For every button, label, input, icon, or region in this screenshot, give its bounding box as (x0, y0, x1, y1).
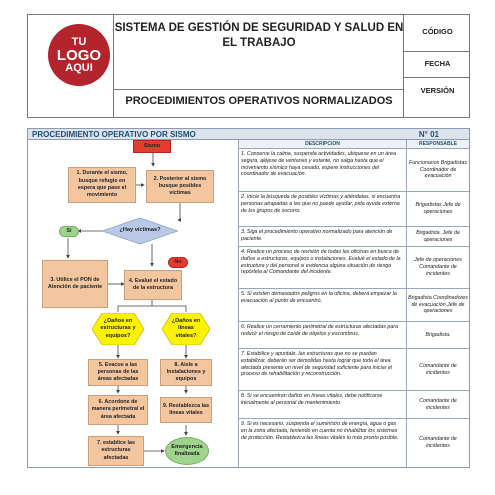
table-row: 1. Conserve la calma, suspenda actividad… (238, 148, 469, 191)
document-subtitle: PROCEDIMIENTOS OPERATIVOS NORMALIZADOS (125, 95, 393, 107)
table-row: 3. Siga el procedimiento operativo norma… (238, 226, 469, 246)
table-border (238, 140, 239, 467)
table-row: 9. Si es necesario, suspenda el suminist… (238, 418, 469, 467)
step-1-node: 1. Durante el sismo, busque refugio en e… (68, 167, 136, 203)
row-responsible: Comandante de incidentes (419, 397, 457, 411)
logo-text: LOGO (56, 46, 102, 64)
company-logo: TU LOGO AQUI (48, 24, 110, 86)
row-responsible: Brigadistas Jefe de operaciones (415, 202, 461, 215)
step-8-node: 8. Aisle a Instalaciones y equipos (160, 359, 212, 386)
fecha-label: FECHA (424, 59, 451, 68)
step-6-node: 6. Acordone de manera perimetral el área… (88, 395, 148, 425)
table-column-divider (406, 140, 407, 467)
decision-damage-lines: ¿Daños en líneas vitales? (162, 313, 210, 345)
procedure-table: DESCRIPCION RESPONSABLE 1. Conserve la c… (238, 140, 469, 467)
row-responsible: Brigadista Coordinadores de evacuación J… (408, 294, 468, 315)
row-description: 1. Conserve la calma, suspenda actividad… (241, 151, 396, 178)
table-row: 8. Si se encuentran daños en líneas vita… (238, 390, 469, 418)
logo-text: TU (71, 35, 87, 48)
connector (177, 203, 182, 222)
decision-victims: ¿Hay víctimas? (102, 218, 178, 244)
end-node: Emergencia finalizada (165, 437, 209, 465)
row-responsible: Comandante de incidentes (419, 436, 457, 449)
no-node: No (168, 257, 188, 268)
column-header-description: DESCRIPCION (239, 140, 406, 148)
step-2-node: 2. Posterior al sismo busque posibles ví… (146, 170, 214, 203)
codigo-label: CÓDIGO (422, 27, 453, 36)
row-responsible: Jefe de operaciones Comandante de incide… (414, 257, 462, 277)
row-description: 8. Si se encuentran daños en líneas vita… (241, 393, 383, 406)
flowchart: Sismo 1. Durante el sismo, busque refugi… (28, 140, 238, 467)
row-description: 6. Realice un cerramiento perimetral de … (241, 324, 398, 337)
version-label: VERSIÓN (420, 86, 455, 95)
step-3-node: 3. Utilice el PON de Atención de pacient… (42, 260, 108, 308)
table-row: 4. Realice un proceso de revisión de tod… (238, 246, 469, 288)
document-header: TU LOGO AQUI SISTEMA DE GESTIÓN DE SEGUR… (27, 14, 470, 118)
row-responsible: Brigadista. (425, 331, 451, 338)
column-header-responsible: RESPONSABLE (407, 140, 469, 148)
row-description: 9. Si es necesario, suspenda el suminist… (241, 421, 399, 441)
decision-damage-lines-label: ¿Daños en líneas vitales? (171, 318, 201, 339)
yes-node: Sí (59, 226, 79, 237)
decision-damage-structure: ¿Daños en estructuras y equipos? (92, 313, 144, 345)
start-sismo-node: Sismo (133, 140, 171, 153)
procedure-title: PROCEDIMIENTO OPERATIVO POR SISMO (32, 130, 196, 139)
step-9-node: 9. Restablezca las lineas vitales (160, 397, 212, 423)
step-7-node: 7. establice las estructuras afectadas (88, 436, 144, 466)
row-description: 7. Estabilice y apuntale, las estructura… (241, 351, 393, 378)
header-divider (403, 15, 404, 117)
row-description: 3. Siga el procedimiento operativo norma… (241, 229, 393, 242)
procedure-panel: PROCEDIMIENTO OPERATIVO POR SISMO N° 01 (27, 128, 470, 468)
document-title: SISTEMA DE GESTIÓN DE SEGURIDAD Y SALUD … (114, 22, 404, 49)
header-divider (403, 51, 470, 52)
header-divider (113, 89, 403, 90)
procedure-title-bar: PROCEDIMIENTO OPERATIVO POR SISMO N° 01 (28, 129, 469, 140)
table-row: 2. Inicie la búsqueda de posibles víctim… (238, 191, 469, 226)
row-responsible: Funcionarios Brigadistas Coordinador de … (409, 159, 467, 180)
logo-text: AQUI (65, 61, 93, 74)
procedure-number: N° 01 (418, 130, 439, 139)
row-responsible: Brigadista. Jefe de operaciones (416, 229, 460, 243)
header-divider (113, 15, 114, 117)
decision-damage-structure-label: ¿Daños en estructuras y equipos? (100, 318, 136, 339)
row-description: 4. Realice un proceso de revisión de tod… (241, 249, 401, 276)
table-row: 7. Estabilice y apuntale, las estructura… (238, 348, 469, 390)
row-description: 5. Si existen demasiados peligros en la … (241, 291, 397, 304)
step-5-node: 5. Evacue a las personas de las áreas af… (88, 359, 148, 386)
header-divider (403, 77, 470, 78)
row-responsible: Comandante de incidentes (419, 362, 457, 376)
connector (117, 300, 187, 312)
table-row: 5. Si existen demasiados peligros en la … (238, 288, 469, 321)
decision-victims-label: ¿Hay víctimas? (119, 227, 161, 234)
table-row: 6. Realice un cerramiento perimetral de … (238, 321, 469, 348)
flowchart-connectors (66, 153, 188, 453)
row-description: 2. Inicie la búsqueda de posibles víctim… (241, 194, 401, 214)
step-4-node: 4. Evalué el estado de la estructura (124, 270, 182, 300)
